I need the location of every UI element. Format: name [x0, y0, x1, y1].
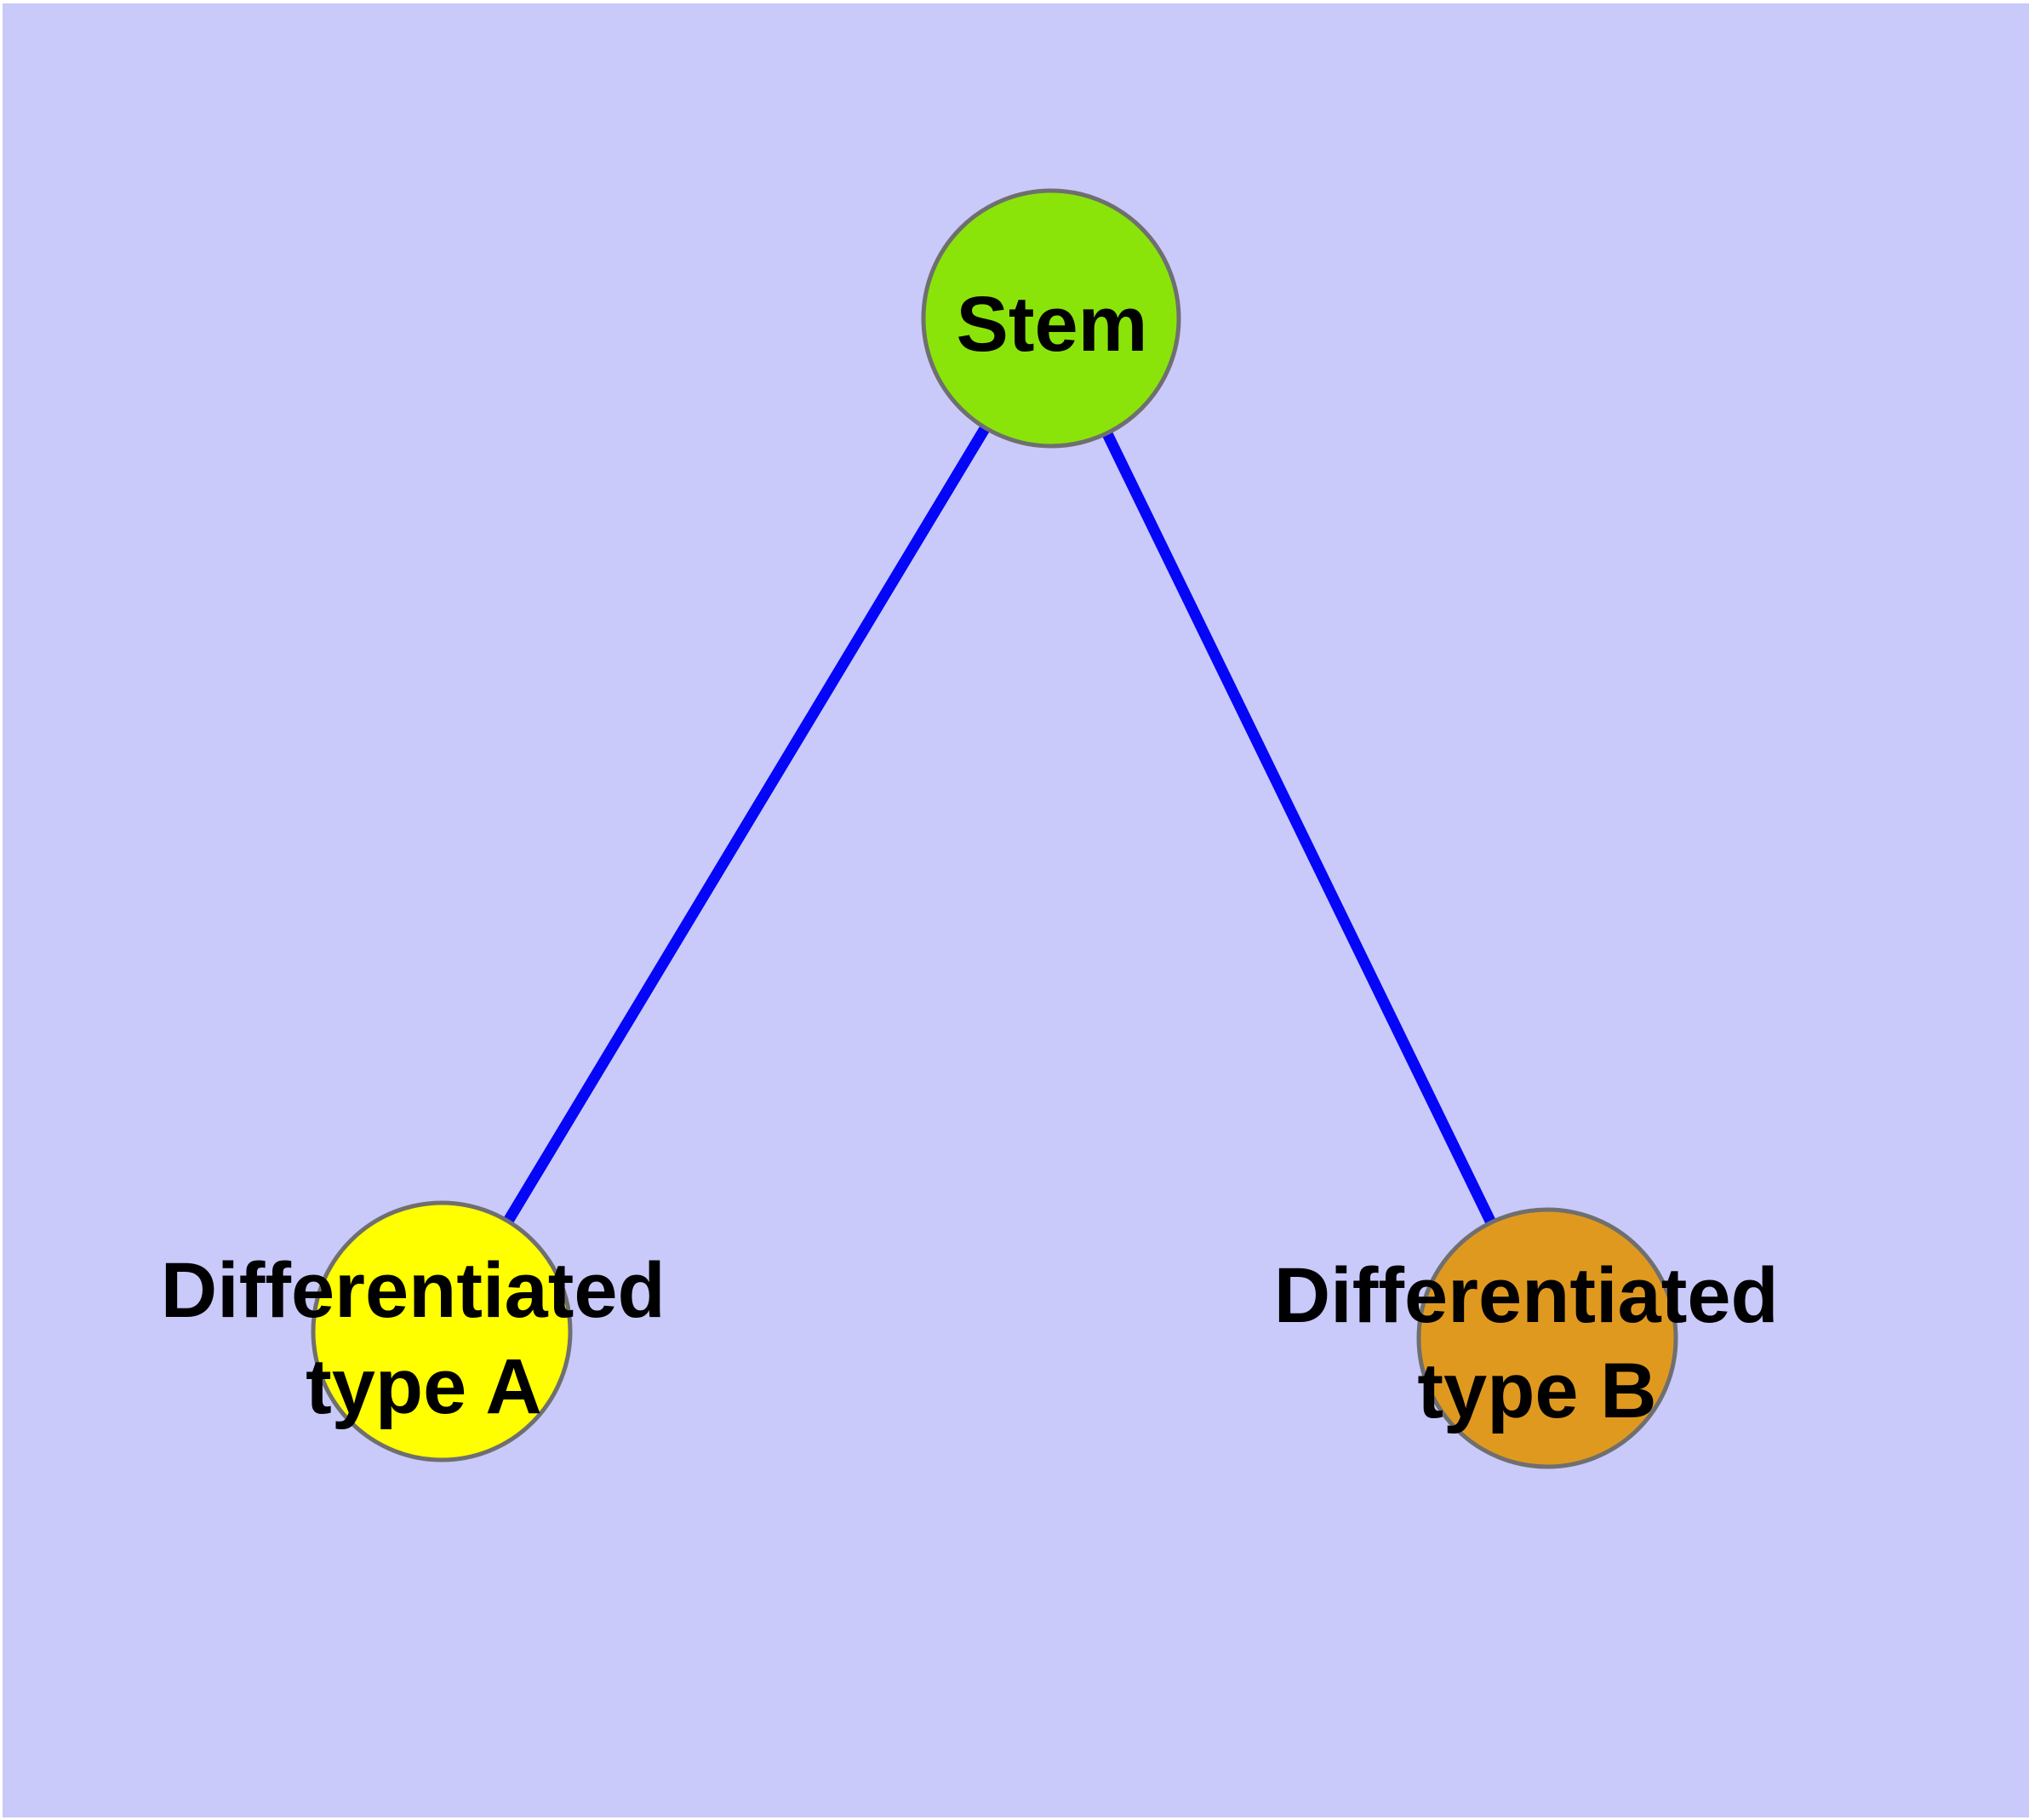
node-type-b-label: Differentiated type B	[1274, 1252, 1801, 1434]
node-stem	[921, 188, 1181, 449]
node-type-b-label-line1: Differentiated	[1274, 1252, 1779, 1339]
node-type-a-label-line2: type A	[306, 1343, 542, 1430]
node-type-a-label: Differentiated type A	[161, 1247, 688, 1430]
node-differentiated-type-b	[1416, 1207, 1678, 1469]
node-differentiated-type-a	[311, 1200, 573, 1462]
node-type-b-label-line2: type B	[1417, 1348, 1656, 1434]
node-type-a-label-line1: Differentiated	[161, 1247, 666, 1334]
node-stem-label: Stem	[957, 281, 1148, 368]
edge-stem-to-type-b	[1046, 316, 1552, 1341]
edge-stem-to-type-a	[437, 315, 1056, 1335]
